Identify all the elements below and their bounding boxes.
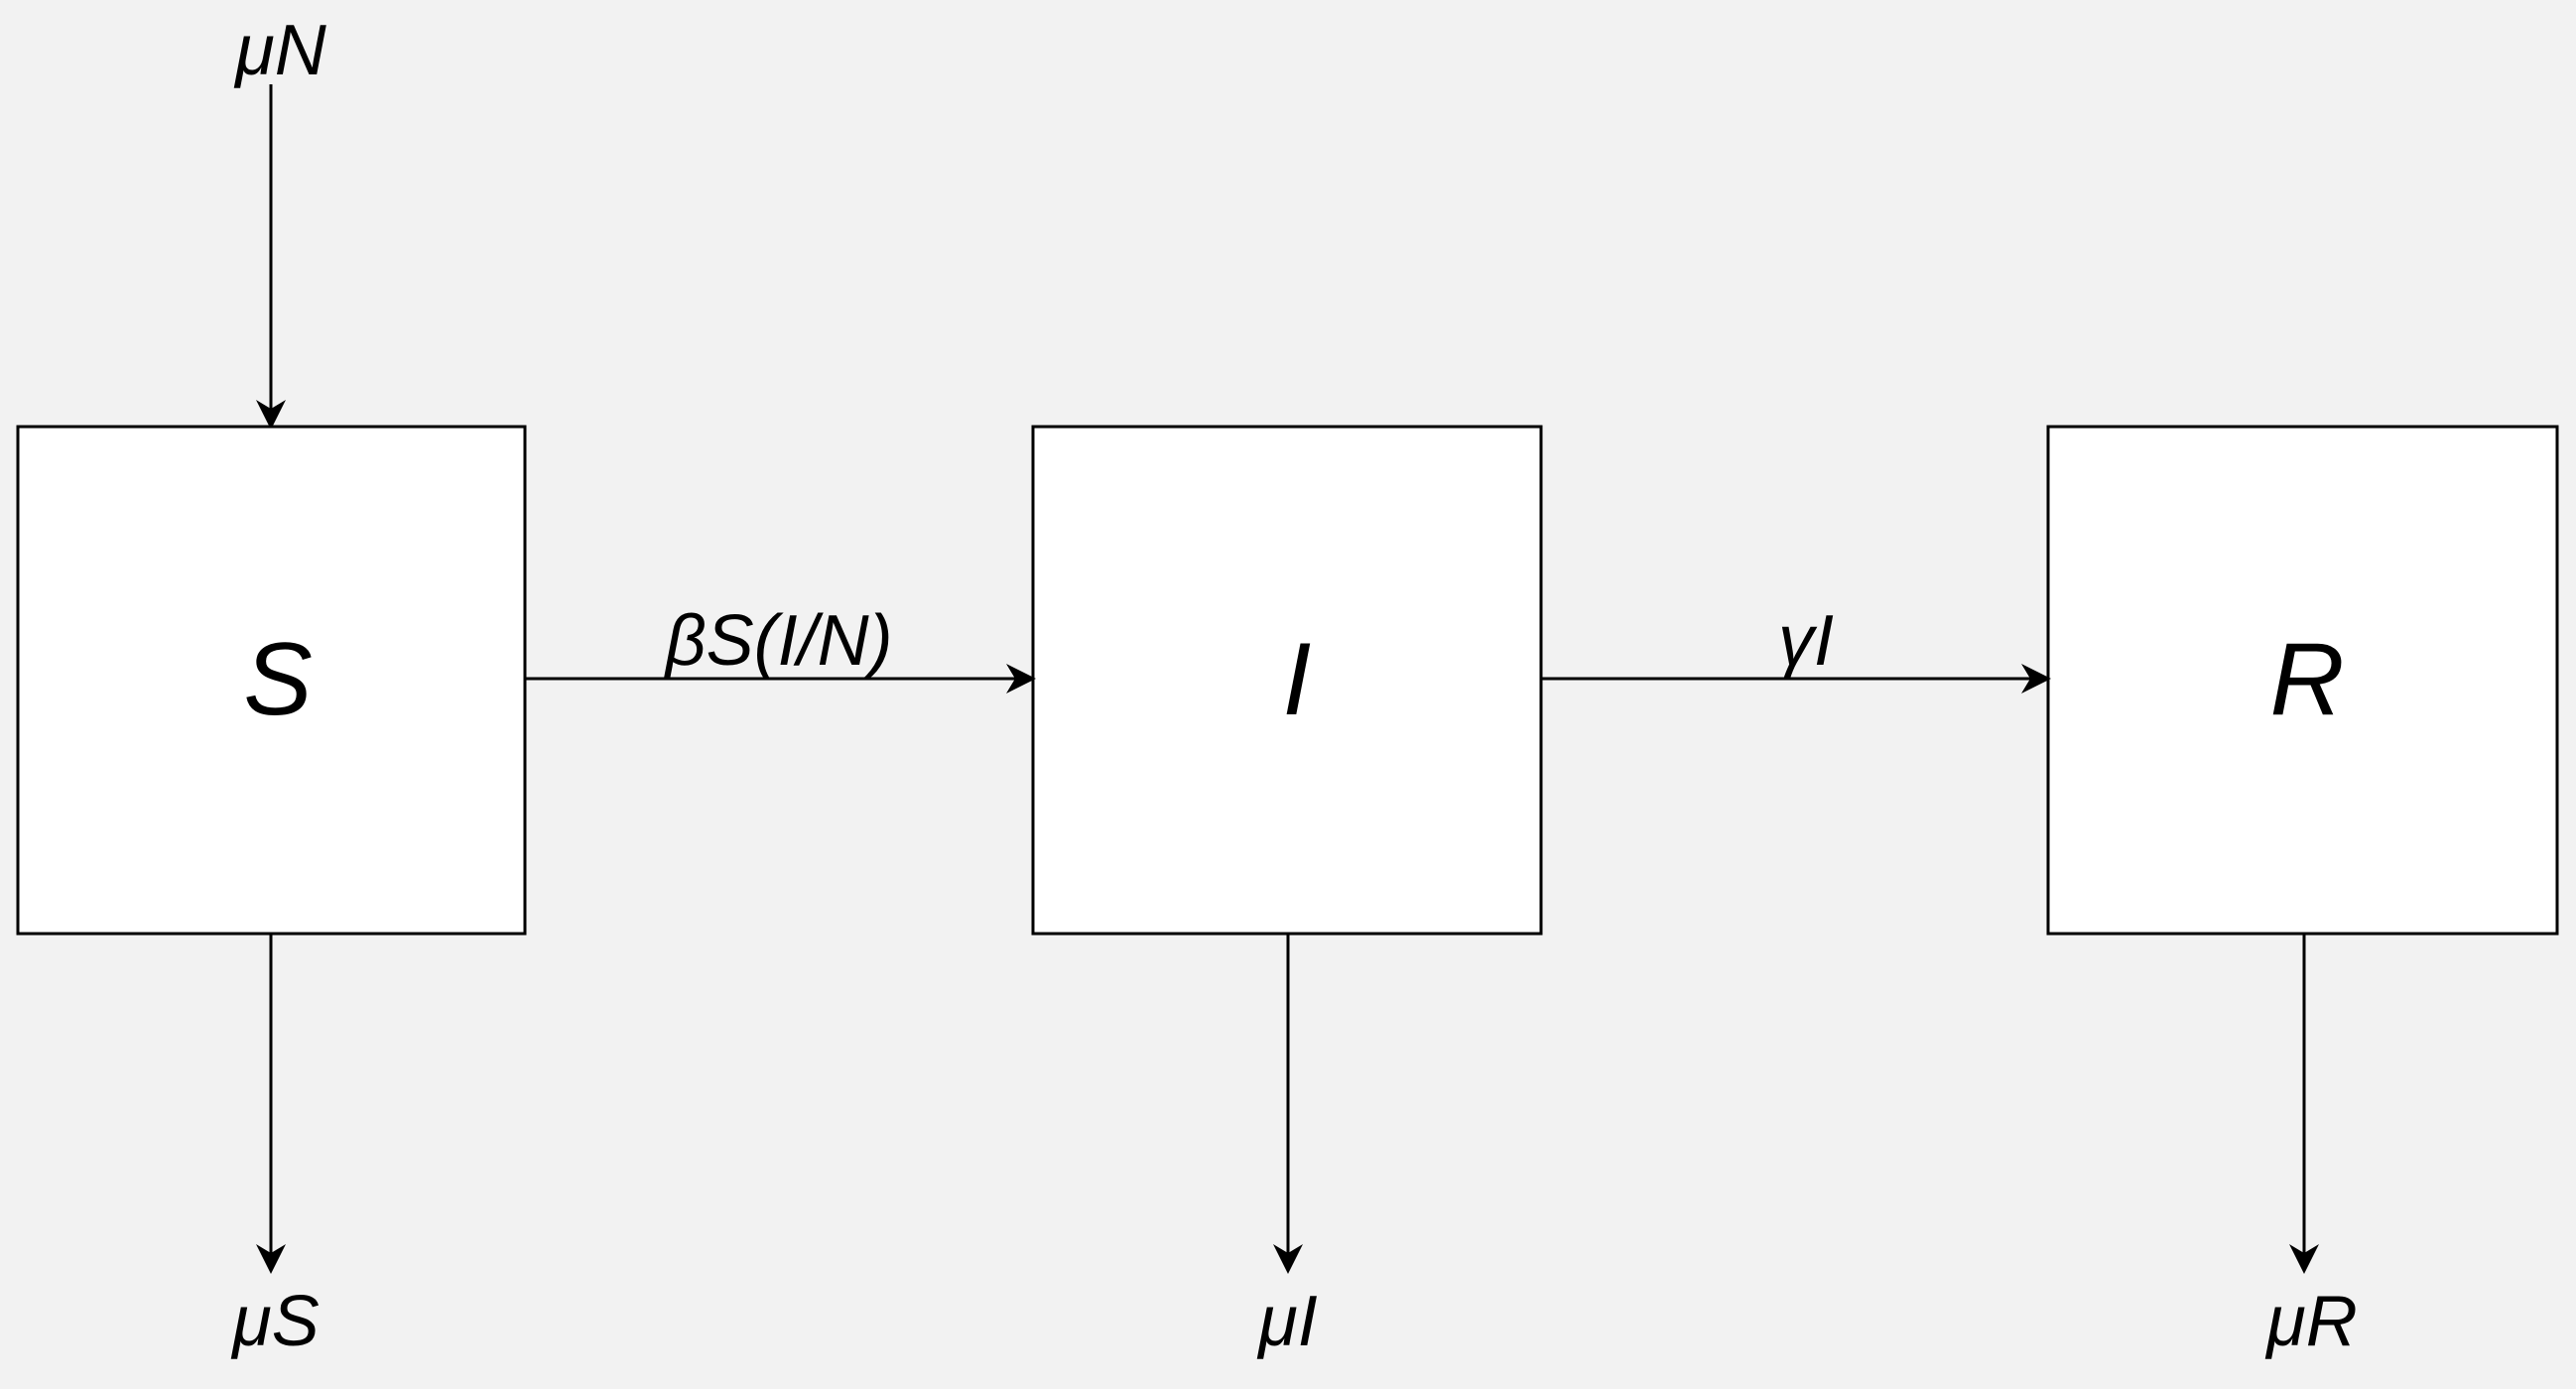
r-death-label: μR (2264, 1282, 2357, 1361)
s-death-label: μS (230, 1282, 319, 1361)
infection-rate-label: βS(I/N) (663, 601, 892, 681)
recovered-label: R (2269, 622, 2344, 737)
recovery-rate-label: γI (1778, 601, 1834, 681)
susceptible-label: S (243, 622, 312, 737)
birth-rate-label: μN (233, 11, 326, 90)
infected-box (1031, 425, 1543, 936)
infected-label: I (1283, 622, 1312, 737)
i-death-label: μI (1256, 1282, 1317, 1361)
